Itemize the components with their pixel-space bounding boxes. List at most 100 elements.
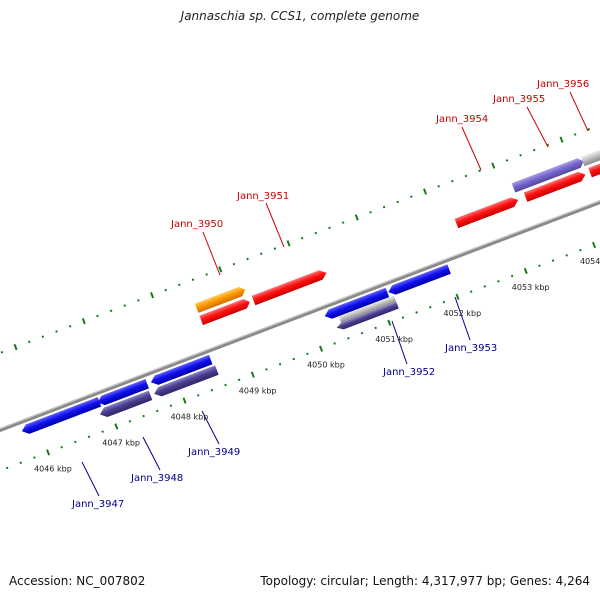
minor-tick — [33, 456, 36, 459]
minor-tick — [478, 169, 481, 173]
minor-tick — [374, 326, 377, 330]
gene-label-jann-3953[interactable]: Jann_3953 — [444, 343, 497, 354]
major-tick — [286, 240, 291, 247]
major-tick — [455, 293, 460, 301]
major-tick — [81, 317, 86, 325]
cds-arrow-jann-3954[interactable] — [454, 195, 520, 229]
minor-tick — [300, 236, 304, 240]
gene-label-jann-3950[interactable]: Jann_3950 — [170, 219, 223, 230]
minor-tick — [128, 419, 132, 423]
major-tick — [387, 319, 392, 326]
kbp-tick-label: 4048 kbp — [171, 413, 209, 422]
cds-arrow-jann-3952[interactable] — [338, 295, 397, 323]
minor-tick — [369, 210, 372, 214]
minor-tick — [382, 205, 386, 209]
minor-tick — [123, 304, 127, 307]
minor-tick — [314, 231, 318, 235]
genome-backbone — [0, 179, 600, 439]
minor-tick — [341, 221, 345, 224]
kbp-tick-label: 4054 kbp — [580, 257, 600, 266]
gene-label-jann-3956[interactable]: Jann_3956 — [536, 79, 589, 90]
minor-tick — [224, 383, 227, 387]
minor-tick — [109, 309, 113, 313]
backbone-highlight — [0, 179, 600, 437]
forward-tick-row — [0, 128, 591, 354]
leader-line — [461, 126, 482, 171]
minor-tick — [415, 311, 418, 314]
gene-label-jann-3954[interactable]: Jann_3954 — [435, 114, 488, 125]
leader-line — [202, 231, 221, 276]
track-group — [0, 128, 600, 470]
major-tick — [150, 292, 155, 299]
minor-tick — [278, 362, 282, 366]
minor-tick — [442, 300, 446, 304]
minor-tick — [246, 257, 249, 261]
gene-label-jann-3952[interactable]: Jann_3952 — [382, 367, 435, 378]
minor-tick — [437, 185, 440, 188]
minor-tick — [347, 337, 350, 340]
leader-line — [201, 410, 220, 445]
minor-tick — [191, 278, 195, 281]
minor-tick — [497, 280, 500, 283]
gene-label-jann-3955[interactable]: Jann_3955 — [492, 94, 545, 105]
gene-label-jann-3951[interactable]: Jann_3951 — [236, 191, 289, 202]
cds-arrow-jann-3950[interactable] — [194, 285, 247, 313]
cds-arrow-jann-3947[interactable] — [20, 397, 102, 436]
cds-arrow-jann-3955[interactable] — [523, 170, 587, 202]
cds-arrow-jann-3956[interactable] — [511, 157, 586, 193]
minor-tick — [410, 195, 413, 199]
minor-tick — [137, 299, 140, 302]
major-tick — [354, 214, 359, 221]
minor-tick — [232, 262, 236, 266]
kbp-tick-label: 4050 kbp — [307, 361, 345, 370]
minor-tick — [164, 288, 167, 292]
minor-tick — [41, 335, 45, 338]
minor-tick — [210, 388, 214, 392]
cds-arrow-jann-3952-dark[interactable] — [336, 301, 399, 332]
cds-arrow-reverse[interactable] — [149, 354, 213, 387]
leader-line — [526, 106, 549, 148]
minor-tick — [265, 368, 268, 371]
cds-arrow-grey[interactable] — [580, 135, 600, 167]
minor-tick — [401, 316, 405, 319]
minor-tick — [101, 430, 104, 433]
gene-label-jann-3947[interactable]: Jann_3947 — [71, 499, 124, 510]
minor-tick — [510, 274, 514, 278]
minor-tick — [142, 414, 145, 418]
cds-arrow-jann-3948[interactable] — [98, 390, 153, 420]
minor-tick — [27, 340, 31, 344]
minor-tick — [328, 226, 331, 230]
major-tick — [523, 267, 528, 275]
minor-tick — [532, 148, 536, 152]
cds-arrow-jann-3953[interactable] — [387, 264, 451, 296]
gene-label-jann-3949[interactable]: Jann_3949 — [187, 447, 240, 458]
minor-tick — [5, 466, 9, 470]
minor-tick — [505, 159, 509, 162]
cds-arrow-jann-3949[interactable] — [152, 365, 219, 398]
minor-tick — [0, 350, 4, 354]
major-tick — [423, 188, 428, 195]
major-tick — [250, 371, 255, 378]
minor-tick — [573, 133, 577, 136]
cds-arrow-forward[interactable] — [199, 297, 251, 326]
minor-tick — [565, 254, 569, 257]
minor-tick — [483, 285, 487, 288]
cds-arrow-jann-3951[interactable] — [251, 268, 328, 306]
leader-line — [391, 320, 408, 365]
kbp-tick-label: 4052 kbp — [444, 309, 482, 318]
minor-tick — [237, 378, 241, 382]
minor-tick — [579, 248, 582, 252]
cds-arrow-reverse[interactable] — [323, 287, 390, 321]
minor-tick — [587, 128, 591, 131]
kbp-tick-label: 4046 kbp — [34, 464, 72, 473]
forward-strand-genes — [194, 135, 600, 326]
leader-line — [265, 202, 285, 248]
leader-line — [142, 436, 161, 471]
gene-label-jann-3948[interactable]: Jann_3948 — [130, 473, 183, 484]
reverse-strand-genes — [20, 264, 451, 436]
genome-stats: Topology: circular; Length: 4,317,977 bp… — [260, 574, 590, 588]
major-tick — [46, 449, 51, 456]
minor-tick — [19, 461, 23, 465]
minor-tick — [60, 445, 64, 449]
cds-arrow-reverse[interactable] — [96, 379, 149, 407]
